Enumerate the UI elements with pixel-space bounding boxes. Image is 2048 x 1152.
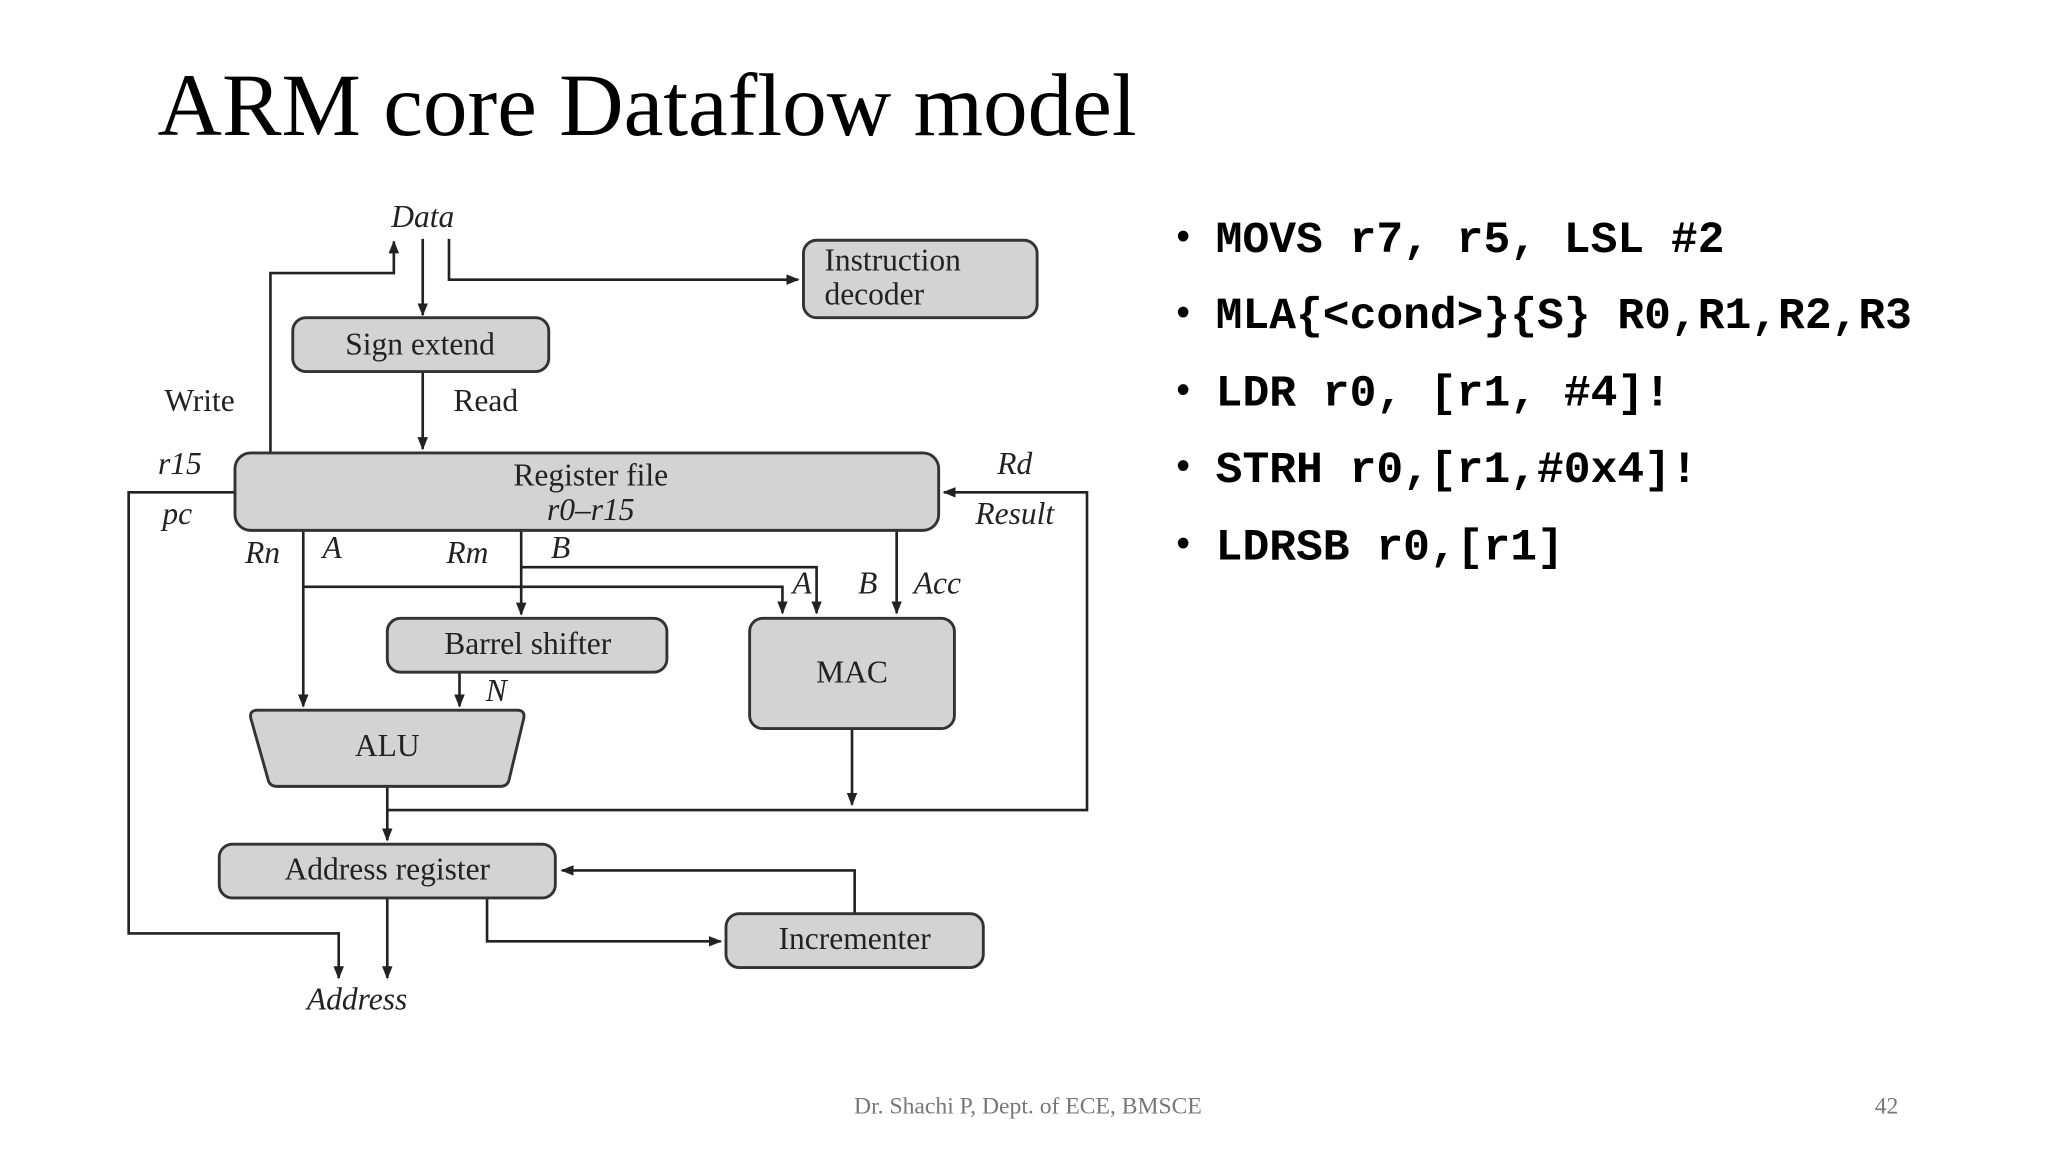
- rm-label: Rm: [445, 535, 488, 570]
- address-label: Address: [305, 982, 407, 1017]
- dataflow-diagram: Instruction decoder Sign extend Register…: [127, 199, 1089, 1017]
- a-to-mac-arrow: [303, 585, 788, 615]
- bullet-icon: •: [1176, 522, 1190, 566]
- list-item: • LDR r0, [r1, #4]!: [1176, 368, 1671, 420]
- mac-block: MAC: [748, 616, 956, 731]
- incrementer-block: Incrementer: [724, 912, 985, 969]
- bullet-icon: •: [1176, 291, 1190, 335]
- result-label: Result: [974, 496, 1055, 531]
- bullet-icon: •: [1176, 368, 1190, 412]
- instruction-decoder-block: Instruction decoder: [802, 238, 1039, 320]
- list-item-text: LDR r0, [r1, #4]!: [1216, 370, 1671, 420]
- bullet-icon: •: [1176, 444, 1190, 488]
- pc-label: pc: [160, 496, 192, 531]
- list-item: • MLA{<cond>}{S} R0,R1,R2,R3: [1176, 291, 1912, 343]
- address-register-block: Address register: [217, 842, 557, 900]
- block-label: r0–r15: [547, 492, 635, 527]
- data-to-decoder-arrow: [447, 238, 800, 285]
- alu-block: ALU: [249, 708, 526, 788]
- list-item: • MOVS r7, r5, LSL #2: [1176, 214, 1724, 266]
- footer-text: Dr. Shachi P, Dept. of ECE, BMSCE: [854, 1093, 1202, 1119]
- block-label: ALU: [355, 728, 420, 763]
- rd-label: Rd: [996, 446, 1032, 481]
- signal-labels: Data Write Read r15 pc Rd Result Rn A Rm…: [158, 199, 1055, 1016]
- acc-label: Acc: [912, 565, 961, 600]
- block-label: Register file: [513, 458, 668, 493]
- write-label: Write: [164, 383, 234, 418]
- register-file-block: Register file r0–r15: [233, 451, 941, 532]
- block-label: Address register: [284, 852, 490, 887]
- instruction-list: • MOVS r7, r5, LSL #2 • MLA{<cond>}{S} R0,…: [1176, 214, 1912, 573]
- block-label: Sign extend: [345, 326, 495, 361]
- pc-arrow: [127, 490, 344, 980]
- a-label: A: [321, 530, 343, 565]
- block-label: MAC: [816, 655, 888, 690]
- mac-b-label: B: [858, 565, 877, 600]
- bullet-icon: •: [1176, 214, 1190, 258]
- block-label: decoder: [824, 277, 924, 312]
- block-label: Instruction: [824, 242, 961, 277]
- list-item: • STRH r0,[r1,#0x4]!: [1176, 444, 1697, 496]
- rn-label: Rn: [244, 535, 280, 570]
- to-incrementer-arrow: [485, 897, 723, 947]
- mac-a-label: A: [791, 565, 813, 600]
- incrementer-feedback-arrow: [560, 865, 856, 914]
- list-item-text: STRH r0,[r1,#0x4]!: [1216, 446, 1698, 496]
- b-label: B: [551, 530, 570, 565]
- block-label: Barrel shifter: [444, 626, 612, 661]
- r15-label: r15: [158, 446, 202, 481]
- result-arrow: [387, 487, 1089, 812]
- block-label: Incrementer: [779, 921, 932, 956]
- list-item-text: LDRSB r0,[r1]: [1216, 523, 1564, 573]
- sign-extend-block: Sign extend: [291, 316, 551, 373]
- page-number: 42: [1875, 1093, 1899, 1119]
- list-item-text: MLA{<cond>}{S} R0,R1,R2,R3: [1216, 292, 1912, 342]
- barrel-shifter-block: Barrel shifter: [385, 616, 669, 674]
- n-label: N: [485, 673, 509, 708]
- write-arrow: [269, 240, 400, 453]
- b-to-mac-arrow: [521, 565, 822, 615]
- wires: [127, 238, 1089, 980]
- page-title: ARM core Dataflow model: [158, 56, 1137, 155]
- list-item-text: MOVS r7, r5, LSL #2: [1216, 216, 1725, 266]
- list-item: • LDRSB r0,[r1]: [1176, 522, 1564, 574]
- data-label: Data: [390, 199, 454, 234]
- read-label: Read: [453, 383, 518, 418]
